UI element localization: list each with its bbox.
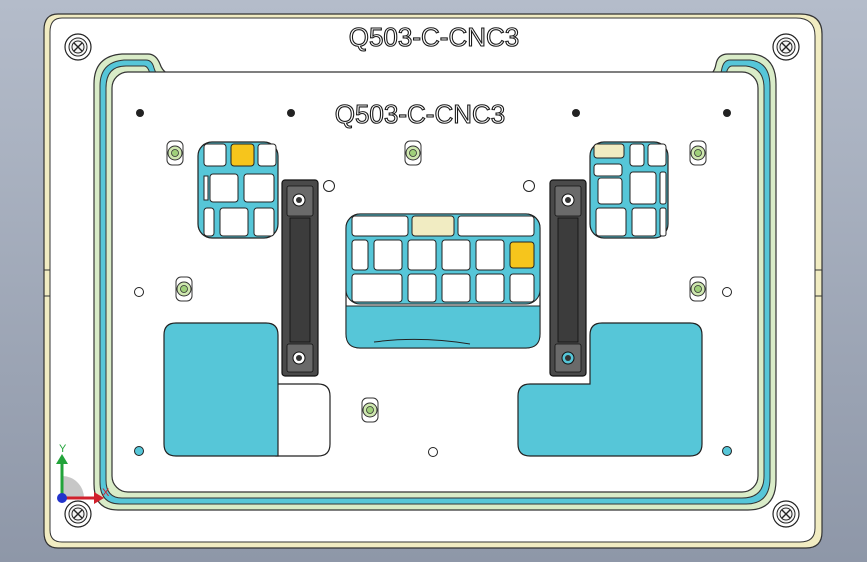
z-axis-icon [57,493,67,503]
through-holes [134,180,732,457]
clamp-handle-left [281,179,319,377]
locating-pin [166,140,184,166]
inner-part-label: Q503-C-CNC3 [335,99,506,129]
pad-highlight [230,143,255,167]
coordinate-triad[interactable]: Y X [56,443,110,504]
y-axis-label: Y [59,443,67,455]
x-axis-label: X [102,487,110,499]
pocket-left-upper [197,141,279,239]
mounting-holes [136,109,731,117]
corner-screw [772,500,800,528]
pocket-right-upper [589,141,669,239]
locating-pin [689,140,707,166]
locating-pin [404,140,422,166]
clamp-handle-right [549,179,587,377]
corner-screw [64,33,92,61]
locating-pin [361,397,379,423]
corner-screw [64,500,92,528]
locating-pin [175,276,193,302]
cavity-left-lower [163,322,331,457]
cyan-holes [134,446,732,456]
outer-part-label: Q503-C-CNC3 [349,22,520,52]
pad-highlight [509,241,535,269]
cavity-right-lower [517,322,703,457]
pocket-center [345,213,541,349]
triad-quadrant [62,476,84,498]
locating-pin [689,276,707,302]
corner-screw [772,33,800,61]
